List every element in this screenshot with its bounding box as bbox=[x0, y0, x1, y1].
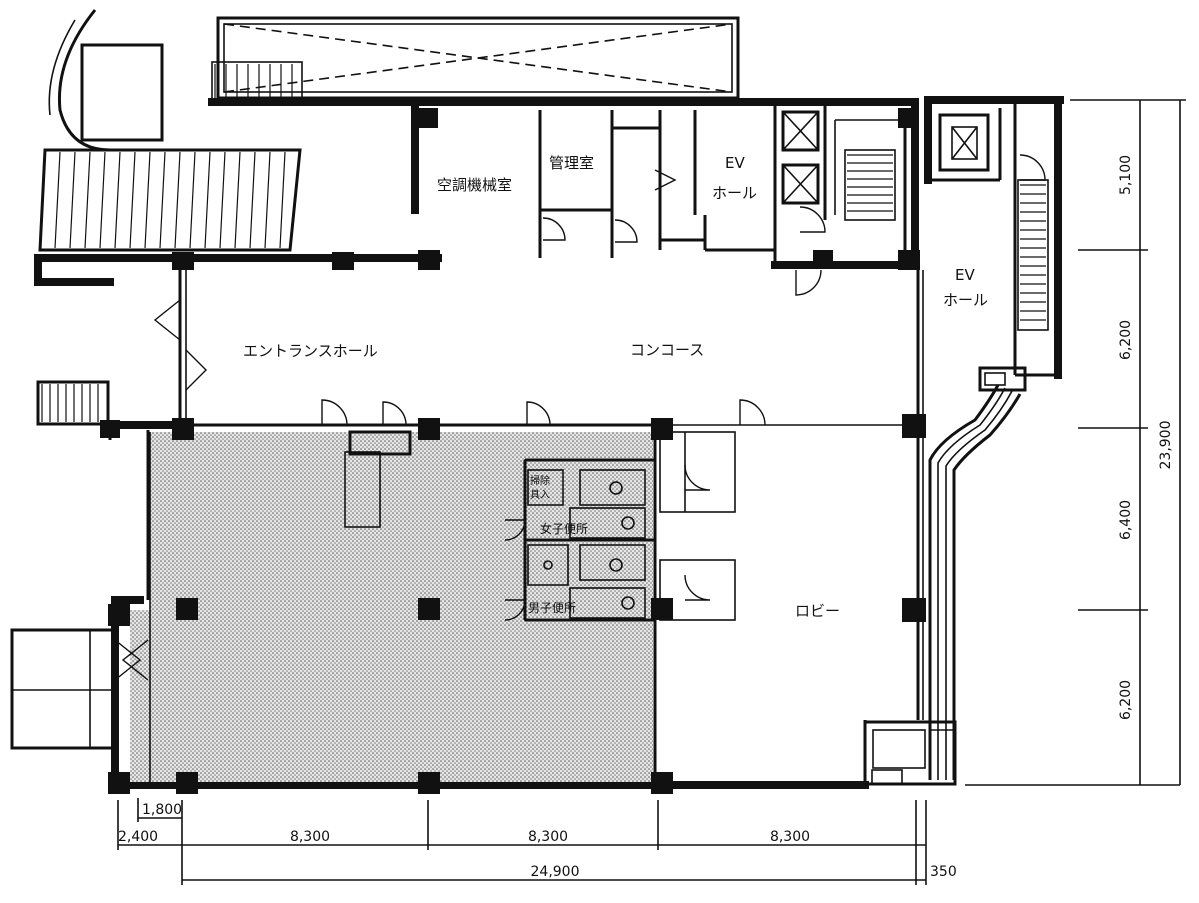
lobby-label: ロビー bbox=[795, 602, 840, 620]
dim-bottom-left: 2,400 bbox=[118, 829, 158, 845]
dim-right-3: 6,400 bbox=[1118, 500, 1134, 540]
concourse-label: コンコース bbox=[630, 341, 704, 359]
cleaning-closet-label-line2: 具入 bbox=[530, 489, 550, 501]
bottom-dimension-lines bbox=[117, 798, 927, 885]
ev-hall-1-label-line2: ホール bbox=[712, 184, 757, 202]
management-room-label: 管理室 bbox=[549, 154, 594, 172]
structural-columns bbox=[100, 108, 926, 794]
restroom-lobby-rooms bbox=[659, 431, 736, 621]
dim-bottom-small: 1,800 bbox=[142, 802, 182, 818]
dim-bottom-3: 8,300 bbox=[770, 829, 810, 845]
service-block bbox=[344, 430, 656, 622]
dim-right-4: 6,200 bbox=[1118, 680, 1134, 720]
cleaning-closet-label-line1: 掃除 bbox=[530, 474, 550, 487]
west-stair bbox=[36, 380, 110, 426]
dim-right-total: 23,900 bbox=[1158, 421, 1174, 470]
roof-void bbox=[216, 16, 740, 100]
dim-bottom-total: 24,900 bbox=[531, 864, 580, 880]
dim-right-2: 6,200 bbox=[1118, 320, 1134, 360]
leasable-area bbox=[150, 432, 653, 782]
womens-restroom-label: 女子便所 bbox=[540, 521, 588, 536]
mens-restroom-label: 男子便所 bbox=[528, 601, 576, 615]
west-appendix bbox=[10, 596, 144, 789]
dim-bottom-right: 350 bbox=[930, 864, 957, 880]
exterior-stair bbox=[38, 9, 303, 252]
right-dimension-lines bbox=[965, 99, 1186, 786]
dim-bottom-2: 8,300 bbox=[528, 829, 568, 845]
dim-bottom-1: 8,300 bbox=[290, 829, 330, 845]
dim-right-1: 5,100 bbox=[1118, 155, 1134, 195]
ev-hall-1-label-line1: EV bbox=[725, 154, 745, 172]
doors bbox=[114, 154, 1046, 681]
ev-hall-2-label-line2: ホール bbox=[943, 291, 988, 309]
entrance-hall-label: エントランスホール bbox=[243, 342, 378, 360]
east-ramp bbox=[863, 366, 1027, 786]
ac-machine-room-label: 空調機械室 bbox=[437, 176, 512, 194]
ev-hall-2-label-line1: EV bbox=[955, 266, 975, 284]
